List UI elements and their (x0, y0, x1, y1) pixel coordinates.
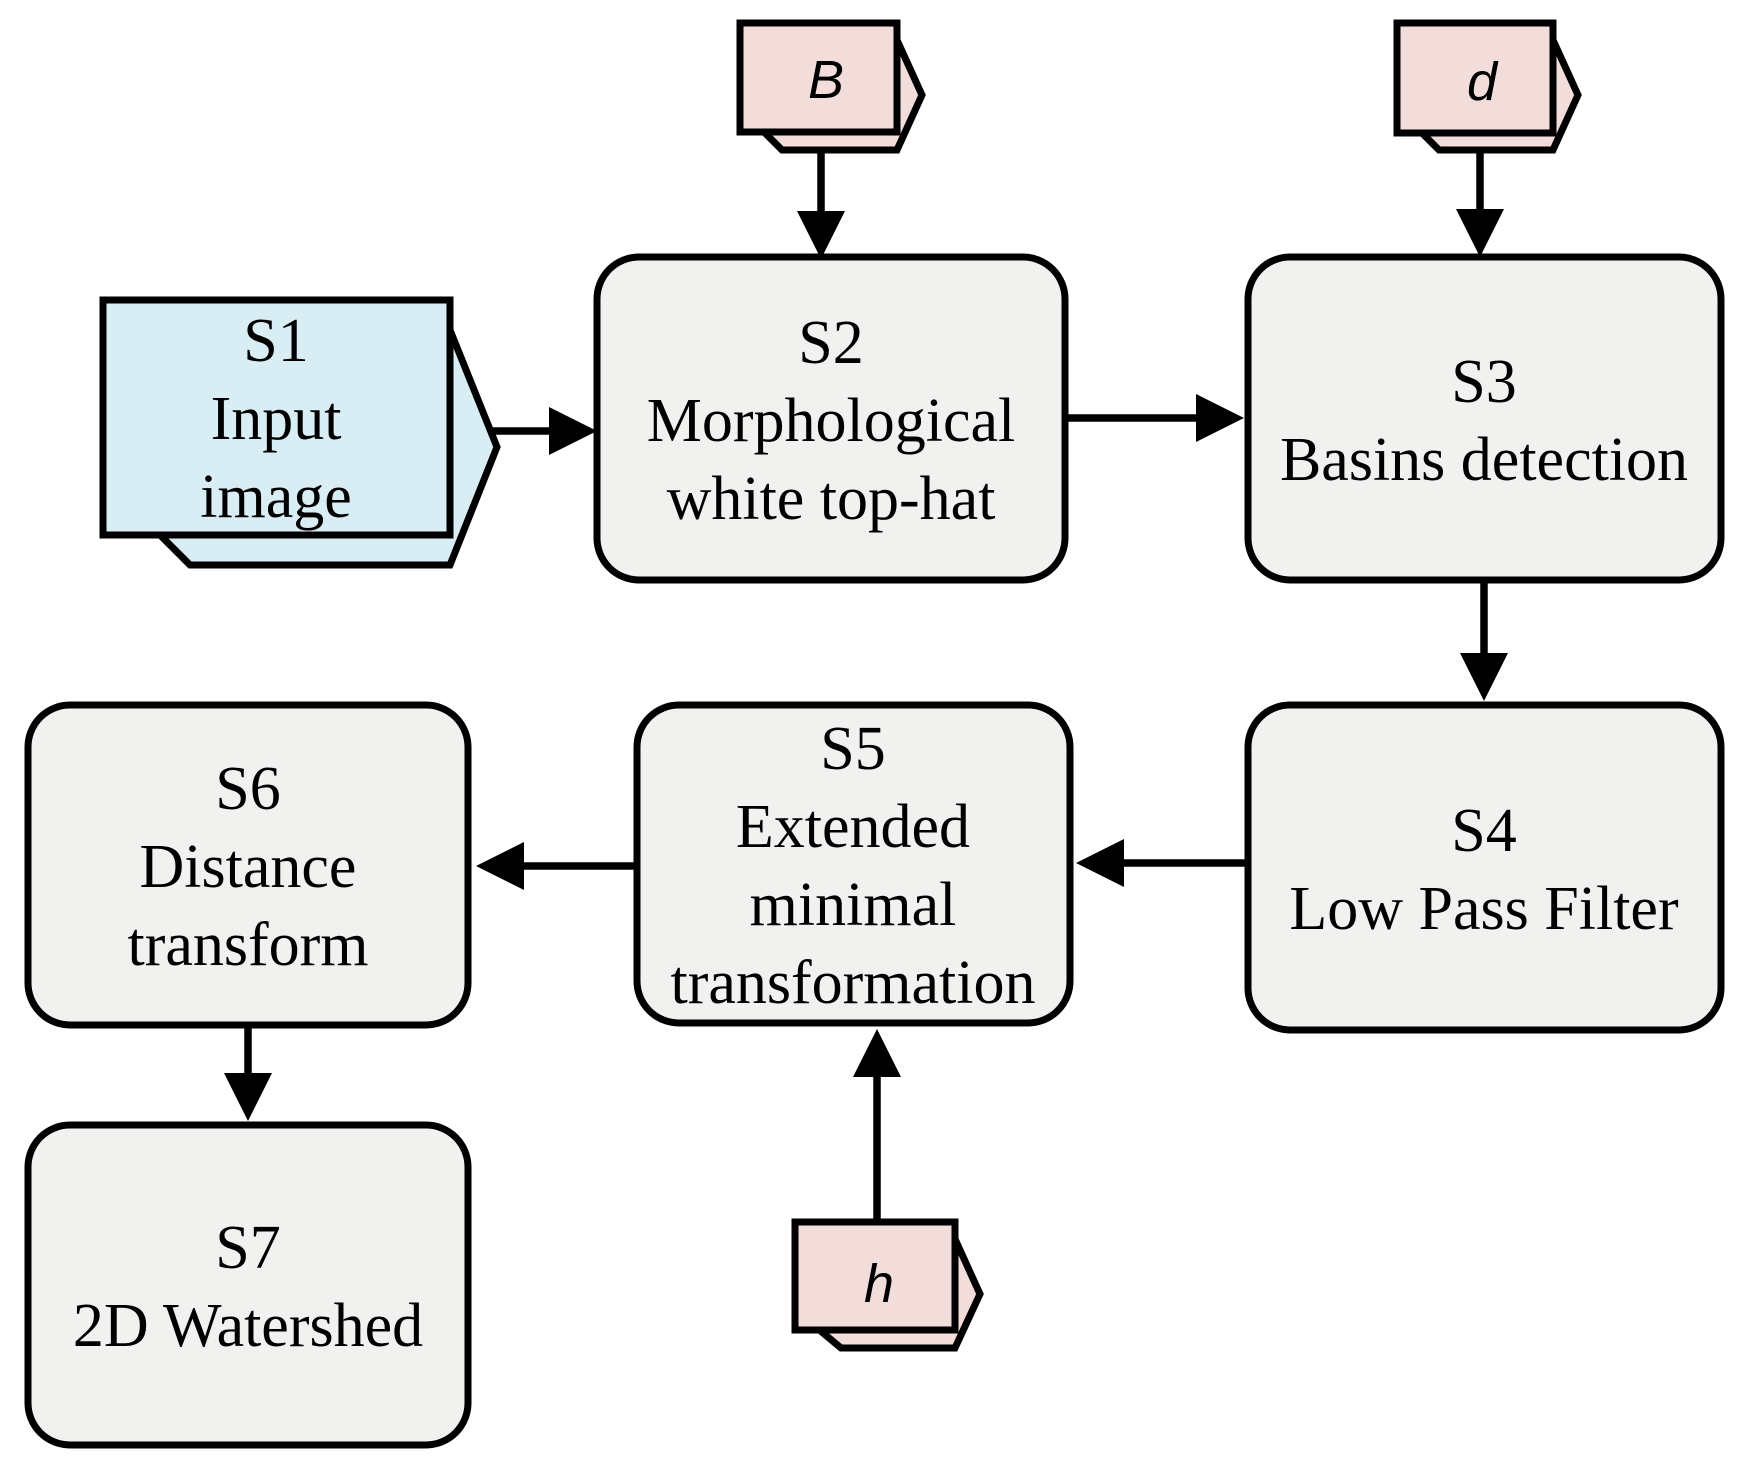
arrow-b-to-s2 (797, 148, 845, 259)
node-s5-extended-minimal-transformation: S5 Extended minimal transformation (633, 701, 1074, 1027)
node-s3-box (1244, 253, 1725, 584)
arrow-h-to-s5 (853, 1029, 901, 1222)
node-s2-morphological-white-top-hat: S2 Morphological white top-hat (593, 253, 1069, 584)
node-s6-label-line3: transform (127, 911, 368, 979)
node-s6-distance-transform: S6 Distance transform (24, 701, 472, 1029)
param-card-d: d (1393, 19, 1582, 154)
arrow-s3-to-s4 (1460, 580, 1508, 701)
node-s6-label-line2: Distance (140, 833, 357, 901)
node-s7-label-line2: 2D Watershed (73, 1292, 423, 1360)
param-card-h: h (791, 1218, 984, 1352)
arrow-s4-to-s5 (1076, 839, 1248, 887)
arrow-s6-to-s7-head (224, 1073, 272, 1121)
node-s3-label-line2: Basins detection (1280, 426, 1688, 494)
node-s5-label-line1: S5 (820, 715, 885, 783)
param-card-b: B (736, 19, 926, 154)
node-s1-front (99, 296, 454, 539)
arrow-s2-to-s3-head (1196, 394, 1244, 442)
arrow-d-to-s3-head (1456, 209, 1504, 257)
arrow-s6-to-s7 (224, 1025, 272, 1121)
node-s6-label-line1: S6 (215, 755, 280, 823)
param-card-d-front (1393, 19, 1557, 137)
node-s4-label-line2: Low Pass Filter (1289, 875, 1679, 943)
node-s1-input-image: S1 Input image (99, 296, 501, 569)
param-card-b-label: B (808, 50, 844, 110)
node-s1-label-line2: Input (211, 385, 342, 453)
node-s4-box (1244, 701, 1725, 1034)
node-s7-box (24, 1121, 472, 1449)
node-s5-label-line3: minimal (750, 871, 957, 939)
node-s1-label-line3: image (200, 463, 352, 531)
arrow-s3-to-s4-head (1460, 653, 1508, 701)
arrow-s2-to-s3 (1065, 394, 1244, 442)
node-s7-label-line1: S7 (215, 1214, 280, 1282)
param-card-d-label: d (1467, 52, 1499, 112)
arrow-s1-to-s2-head (549, 407, 597, 455)
arrow-b-to-s2-head (797, 211, 845, 259)
node-s5-label-line2: Extended (736, 793, 970, 861)
arrow-s5-to-s6 (476, 842, 637, 890)
node-s3-basins-detection: S3 Basins detection (1244, 253, 1725, 584)
node-s4-label-line1: S4 (1451, 797, 1516, 865)
node-s7-2d-watershed: S7 2D Watershed (24, 1121, 472, 1449)
node-s2-label-line3: white top-hat (667, 465, 996, 533)
node-s1-label-line1: S1 (243, 307, 308, 375)
param-card-b-front (736, 19, 901, 136)
node-s2-label-line1: S2 (798, 309, 863, 377)
node-s2-label-line2: Morphological (647, 387, 1016, 455)
node-s5-label-line4: transformation (670, 949, 1035, 1017)
param-card-h-label: h (864, 1254, 894, 1314)
arrow-h-to-s5-head (853, 1029, 901, 1077)
node-s3-label-line1: S3 (1451, 348, 1516, 416)
arrow-s1-to-s2 (492, 407, 597, 455)
arrow-s4-to-s5-head (1076, 839, 1124, 887)
node-s4-low-pass-filter: S4 Low Pass Filter (1244, 701, 1725, 1034)
arrow-d-to-s3 (1456, 148, 1504, 257)
arrow-s5-to-s6-head (476, 842, 524, 890)
